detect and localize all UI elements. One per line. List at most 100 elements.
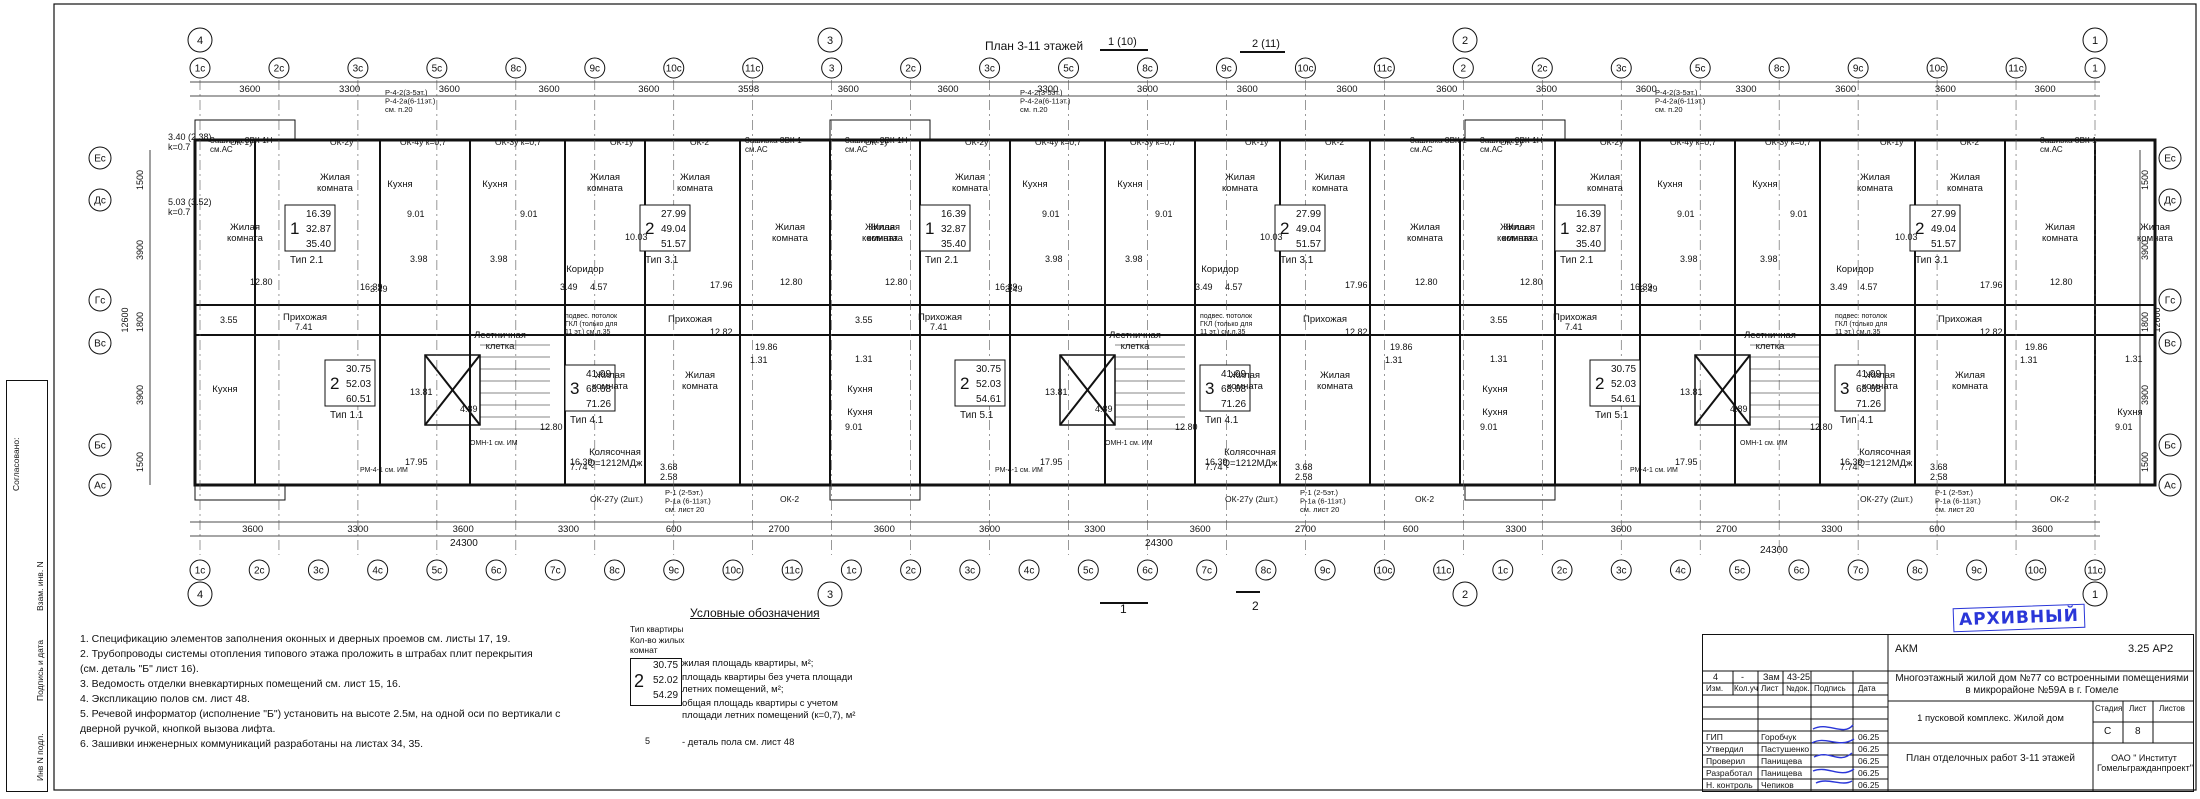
- dim-top-value: 3600: [1835, 84, 1856, 95]
- stamp-date: 06.25: [1858, 780, 1880, 790]
- dim-bottom-value: 600: [666, 524, 682, 535]
- dim-bottom-value: 600: [1929, 524, 1945, 535]
- stamp-drawing: План отделочных работ 3-11 этажей: [1906, 753, 2075, 764]
- axis-bubble: [1373, 559, 1395, 581]
- legend-v1: 30.75: [653, 660, 679, 671]
- side-stamp: Согласовано: Взам. инв. N Подпись и дата…: [6, 380, 48, 792]
- room-area: 19.86: [755, 342, 778, 352]
- axis-label: 3с: [984, 64, 995, 75]
- dim-left-value: 12600: [120, 307, 130, 332]
- room-label: Коридор: [566, 264, 604, 275]
- room-area: 12.80: [885, 277, 908, 287]
- window-label: ОК-4у к=0,7: [1035, 137, 1082, 147]
- dim-bottom-value: 2700: [1295, 524, 1316, 535]
- window-note: см.АС: [210, 145, 233, 154]
- axis-bubble: [367, 559, 389, 581]
- apartment-area: 49.04: [1296, 224, 1321, 235]
- stamp-date: 06.25: [1858, 756, 1880, 766]
- axis-bubble: [88, 433, 112, 457]
- apartment-living-area: 30.75: [976, 364, 1001, 375]
- axis-bubble: [187, 27, 213, 53]
- dim-bottom-value: 2700: [768, 524, 789, 535]
- room-area: 9.01: [2115, 422, 2133, 432]
- axis-label: 3: [829, 64, 835, 75]
- room-label: комната: [772, 233, 809, 244]
- section-2-top: 2 (11): [1252, 38, 1280, 50]
- room-area: 4.57: [1225, 282, 1243, 292]
- room-area: 3.49: [1640, 284, 1658, 294]
- window-note: см. п.20: [1020, 105, 1048, 114]
- axis-bubble: [2158, 473, 2182, 497]
- legend-v2: 52.02: [653, 675, 679, 686]
- axis-label: 10с: [666, 64, 682, 75]
- window-note: см. п.20: [1655, 105, 1683, 114]
- left-note: 3.40 (2.38): [168, 132, 212, 142]
- axis-label: 3: [827, 35, 833, 47]
- room-label: Лестничная: [474, 330, 526, 341]
- room-label: Жилая: [1860, 172, 1890, 183]
- ceiling-note: подвес. потолок: [1200, 313, 1253, 320]
- window-label: ОК-3у к=0,7: [1765, 137, 1812, 147]
- apartment-total-area: 71.26: [586, 399, 611, 410]
- room-area: 17.96: [1345, 280, 1368, 290]
- room-area: 3.55: [220, 315, 238, 325]
- ceiling-note: подвес. потолок: [565, 313, 618, 320]
- axis-bubble: [663, 57, 685, 79]
- window-label: ОК-27у (2шт.): [1860, 494, 1913, 504]
- room-area: 16.39: [360, 282, 383, 292]
- apartment-box: [1554, 204, 1606, 252]
- axis-bubble: [2158, 146, 2182, 170]
- axis-bubble: [722, 559, 744, 581]
- dim-bottom-value: 600: [1403, 524, 1419, 535]
- room-area: 7.41: [1565, 322, 1583, 332]
- axis-label: 3: [827, 589, 833, 601]
- room-area: 12.80: [780, 277, 803, 287]
- apartment-living-area: 41.99: [586, 369, 611, 380]
- apartment-room-count: 1: [925, 219, 934, 238]
- window-label: ОК-2: [1960, 137, 1979, 147]
- axis-bubble: [1610, 57, 1632, 79]
- archive-stamp: АРХИВНЫЙ: [1952, 603, 2086, 633]
- apartment-type: Тип 3.1: [1915, 255, 1949, 266]
- room-area: 1.31: [750, 355, 768, 365]
- room-area: 9.01: [1480, 422, 1498, 432]
- apartment-room-count: 3: [570, 379, 579, 398]
- dim-right-value: 3900: [2140, 385, 2150, 405]
- axis-label: 1: [2092, 64, 2098, 75]
- axis-bubble: [1018, 559, 1040, 581]
- axis-bubble: [817, 581, 843, 607]
- room-area: 16.39: [570, 457, 593, 467]
- room-area: 2.58: [1295, 472, 1313, 482]
- axis-label: Ес: [2164, 154, 2176, 165]
- room-area: 16.39: [995, 282, 1018, 292]
- axis-label: 2: [1462, 35, 1468, 47]
- axis-bubble: [1531, 57, 1553, 79]
- stamp-lists-h: Листов: [2159, 704, 2185, 713]
- dim-top-value: 3598: [738, 84, 759, 95]
- axis-bubble: [307, 559, 329, 581]
- window-label: ОК-27у (2шт.): [1225, 494, 1278, 504]
- dim-top-value: 3600: [1336, 84, 1357, 95]
- axis-label: 1с: [195, 64, 206, 75]
- room-label: комната: [867, 233, 904, 244]
- axis-bubble: [1669, 559, 1691, 581]
- axis-bubble: [1314, 559, 1336, 581]
- stamp-name: Горобчук: [1761, 732, 1797, 742]
- dim-top-value: 3600: [1137, 84, 1158, 95]
- axis-label: 7с: [1853, 566, 1864, 577]
- dims-left: 1500390018003900150012600150039001800390…: [120, 170, 2162, 472]
- axis-bubble: [2158, 331, 2182, 355]
- room-area: 3.68: [1295, 462, 1313, 472]
- axis-label: Вс: [2164, 339, 2176, 350]
- equipment-note: РМ-4-1 см. ИМ: [1630, 467, 1678, 474]
- dim-top-value: 3600: [439, 84, 460, 95]
- axis-bubble: [1255, 559, 1277, 581]
- dim-top-value: 3600: [1636, 84, 1657, 95]
- plan-title: План 3-11 этажей: [985, 39, 1083, 53]
- stamp-name: Панищева: [1761, 768, 1803, 778]
- room-label: Кухня: [1117, 179, 1142, 190]
- room-area: 3.68: [660, 462, 678, 472]
